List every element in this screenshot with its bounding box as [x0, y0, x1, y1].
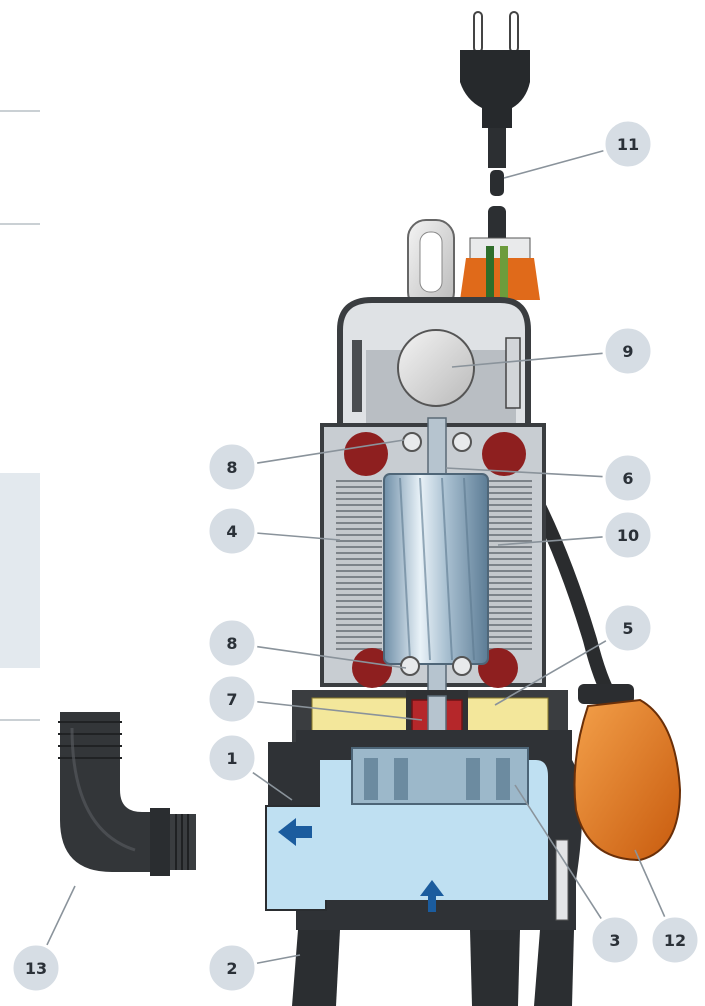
callout-11: 11: [602, 118, 654, 170]
callout-10: 10: [602, 509, 654, 561]
leader-line-7: [255, 700, 423, 721]
callout-3: 3: [589, 914, 641, 966]
leader-line-10: [497, 536, 605, 546]
callout-8b: 8: [206, 617, 258, 669]
leader-lines: [45, 149, 666, 965]
leader-line-1: [251, 771, 293, 801]
leader-line-8a: [255, 439, 405, 465]
callout-number: 7: [226, 690, 237, 709]
lower-bearing: [400, 656, 420, 676]
callout-circle: [206, 505, 258, 557]
callout-12: 12: [649, 914, 701, 966]
callout-number: 12: [664, 931, 686, 950]
callout-number: 13: [25, 959, 47, 978]
rotor: [383, 473, 489, 665]
callout-circle: [10, 942, 62, 994]
leader-line-12: [634, 849, 666, 919]
leader-line-4: [255, 532, 341, 541]
callout-number: 4: [226, 522, 237, 541]
leader-line-11: [503, 149, 606, 179]
callout-circle: [206, 732, 258, 784]
callout-4: 4: [206, 505, 258, 557]
power-plug: [460, 11, 530, 196]
callout-circle: [602, 452, 654, 504]
callout-circle: [602, 325, 654, 377]
callout-7: 7: [206, 673, 258, 725]
elbow-fitting: [58, 712, 196, 876]
leader-line-5: [494, 639, 608, 706]
callout-8a: 8: [206, 441, 258, 493]
upper-bearing: [402, 432, 422, 452]
callout-number: 9: [622, 342, 633, 361]
sidebar-panel: [0, 473, 40, 668]
capacitor: [397, 329, 475, 407]
callout-number: 5: [622, 619, 633, 638]
leader-line-9: [451, 352, 605, 368]
leader-line-13: [45, 885, 76, 947]
callout-6: 6: [602, 452, 654, 504]
arrow-up-icon: [420, 880, 444, 912]
callout-number: 6: [622, 469, 633, 488]
callout-9: 9: [602, 325, 654, 377]
callout-circle: [602, 118, 654, 170]
callout-circle: [206, 617, 258, 669]
callout-circle: [649, 914, 701, 966]
callout-circle: [602, 602, 654, 654]
leader-line-3: [514, 784, 603, 921]
callout-13: 13: [10, 942, 62, 994]
float-switch: [573, 684, 682, 862]
callout-5: 5: [602, 602, 654, 654]
callout-number: 1: [226, 749, 237, 768]
callout-number: 11: [617, 135, 639, 154]
callout-circle: [206, 673, 258, 725]
sidebar-decoration: [0, 110, 40, 721]
leader-line-2: [255, 954, 301, 965]
callout-number: 10: [617, 526, 639, 545]
leader-line-8b: [255, 645, 407, 669]
leader-line-6: [445, 467, 605, 478]
cable-entry: [460, 206, 540, 306]
arrow-left-icon: [278, 818, 312, 846]
callout-number: 2: [226, 959, 237, 978]
callout-number: 3: [609, 931, 620, 950]
callout-circle: [206, 441, 258, 493]
callout-circle: [206, 942, 258, 994]
callout-number: 8: [226, 458, 237, 477]
stator-right: [486, 480, 532, 650]
pump-volute: [265, 730, 583, 1006]
callout-1: 1: [206, 732, 258, 784]
callout-2: 2: [206, 942, 258, 994]
stator-left: [336, 480, 382, 650]
callout-circle: [602, 509, 654, 561]
callout-circle: [589, 914, 641, 966]
callout-number: 8: [226, 634, 237, 653]
